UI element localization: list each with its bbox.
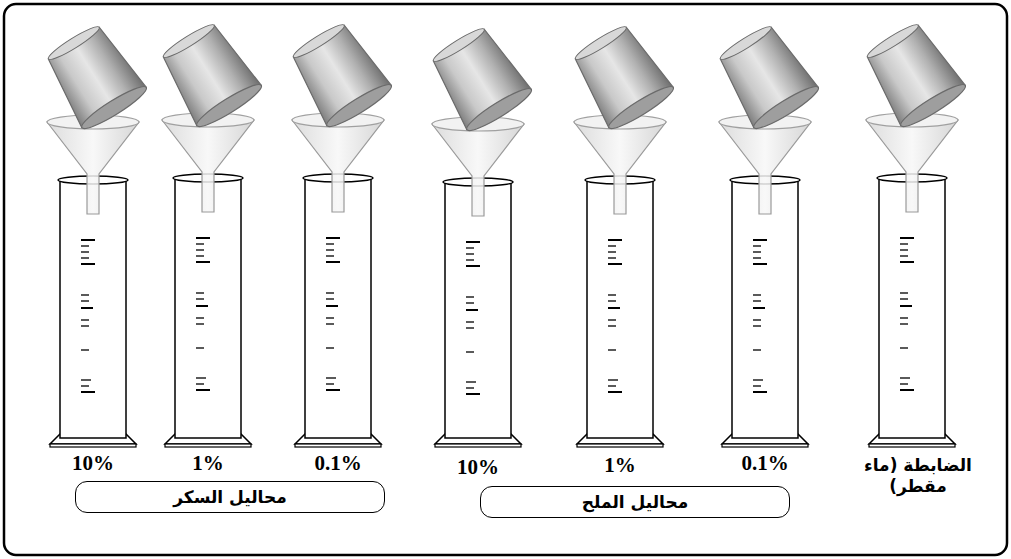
cup bbox=[711, 19, 822, 134]
graduated-cylinder bbox=[435, 178, 521, 447]
frame bbox=[4, 4, 1007, 555]
group-box: محاليل السكر bbox=[75, 481, 385, 513]
concentration-label: 0.1% bbox=[741, 452, 788, 475]
funnel bbox=[719, 115, 811, 214]
graduated-cylinder bbox=[295, 174, 381, 447]
funnel bbox=[47, 115, 139, 214]
apparatus bbox=[39, 17, 969, 447]
funnel bbox=[866, 113, 958, 212]
cup bbox=[424, 21, 535, 136]
cup bbox=[566, 19, 677, 134]
cup bbox=[39, 19, 150, 134]
graduated-cylinder bbox=[165, 174, 251, 447]
funnel bbox=[432, 117, 524, 216]
graduated-cylinder bbox=[577, 176, 663, 447]
funnel bbox=[162, 113, 254, 212]
funnel bbox=[292, 113, 384, 212]
cup bbox=[154, 17, 265, 132]
concentration-label: 10% bbox=[457, 456, 499, 479]
concentration-label: 0.1% bbox=[314, 452, 361, 475]
graduated-cylinder bbox=[722, 176, 808, 447]
concentration-label: 1% bbox=[604, 454, 636, 477]
group-box: محاليل الملح bbox=[480, 486, 790, 518]
graduated-cylinder bbox=[50, 176, 136, 447]
concentration-label: 1% bbox=[192, 452, 224, 475]
funnel bbox=[574, 115, 666, 214]
control-label: الضابطة (ماء مقطر) bbox=[859, 455, 977, 498]
cup bbox=[858, 17, 969, 132]
group-title: محاليل الملح bbox=[582, 492, 688, 512]
cup bbox=[284, 17, 395, 132]
group-title: محاليل السكر bbox=[173, 487, 287, 507]
concentration-label: 10% bbox=[72, 452, 114, 475]
graduated-cylinder bbox=[869, 174, 955, 447]
